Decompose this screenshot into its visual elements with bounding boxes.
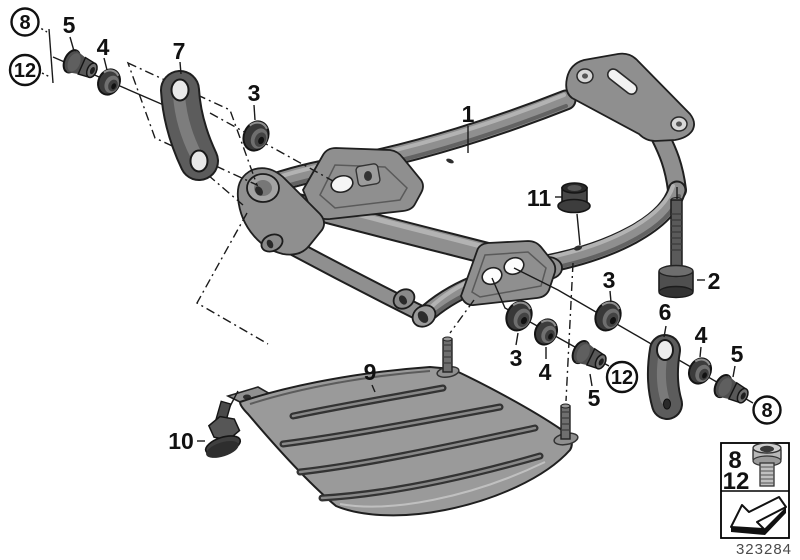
callout-number[interactable]: 8 bbox=[761, 400, 772, 422]
skid-plate-part-9 bbox=[225, 336, 579, 517]
bracket-part-6 bbox=[646, 334, 683, 420]
callout-number[interactable]: 12 bbox=[14, 60, 36, 82]
callout-12-top-left[interactable]: 12 bbox=[8, 53, 42, 87]
callout-3[interactable]: 3 bbox=[510, 345, 523, 371]
callout-3[interactable]: 3 bbox=[603, 267, 616, 293]
callout-11[interactable]: 11 bbox=[527, 185, 552, 211]
install-direction-arrow-icon bbox=[730, 496, 787, 535]
rubber-mount-part-3 bbox=[500, 296, 538, 336]
bolt-part-2 bbox=[658, 197, 694, 299]
callout-3[interactable]: 3 bbox=[248, 80, 261, 106]
callout-leader-lines bbox=[69, 36, 736, 442]
callout-8-top-left[interactable]: 8 bbox=[10, 7, 40, 37]
socket-head-bolt-icon bbox=[752, 442, 782, 487]
bushing-sleeve-part-5 bbox=[59, 46, 102, 84]
callout-1[interactable]: 1 bbox=[462, 101, 475, 127]
legend-bolt-size-8: 8 bbox=[728, 447, 741, 474]
callout-6[interactable]: 6 bbox=[659, 299, 672, 325]
rubber-mount-part-3 bbox=[589, 296, 627, 336]
spacer-part-4 bbox=[683, 353, 717, 389]
callout-4[interactable]: 4 bbox=[97, 34, 110, 60]
bushing-sleeve-part-5 bbox=[710, 371, 753, 410]
callout-4[interactable]: 4 bbox=[539, 359, 552, 385]
callout-number[interactable]: 12 bbox=[611, 367, 633, 389]
callout-4[interactable]: 4 bbox=[695, 322, 708, 348]
callout-10[interactable]: 10 bbox=[168, 428, 194, 454]
callout-number[interactable]: 8 bbox=[19, 12, 30, 34]
mounting-stud bbox=[553, 403, 579, 446]
callout-5[interactable]: 5 bbox=[731, 341, 744, 367]
mounting-plane-outline bbox=[126, 61, 259, 187]
callout-7[interactable]: 7 bbox=[173, 38, 186, 64]
legend-box: 8 12 bbox=[720, 442, 790, 539]
callout-2[interactable]: 2 bbox=[708, 268, 721, 294]
bushing-sleeve-part-5 bbox=[568, 337, 611, 376]
flange-bolt-part-10 bbox=[204, 400, 242, 458]
spacer-part-4 bbox=[93, 64, 125, 100]
callout-9[interactable]: 9 bbox=[364, 359, 377, 385]
callout-5[interactable]: 5 bbox=[588, 385, 601, 411]
frame-part-1 bbox=[236, 52, 695, 328]
callout-5[interactable]: 5 bbox=[63, 12, 76, 38]
callout-12-mid[interactable]: 12 bbox=[605, 360, 639, 394]
flange-nut-part-11 bbox=[557, 182, 591, 214]
legend-bolt-size-12: 12 bbox=[723, 468, 750, 495]
callout-8-right[interactable]: 8 bbox=[752, 395, 782, 425]
drawing-number: 323284 bbox=[736, 541, 792, 558]
spacer-part-4 bbox=[529, 314, 563, 350]
link-plate-part-7 bbox=[160, 70, 219, 181]
assembly-axis-lines bbox=[36, 25, 754, 417]
mounting-stud bbox=[436, 336, 460, 379]
